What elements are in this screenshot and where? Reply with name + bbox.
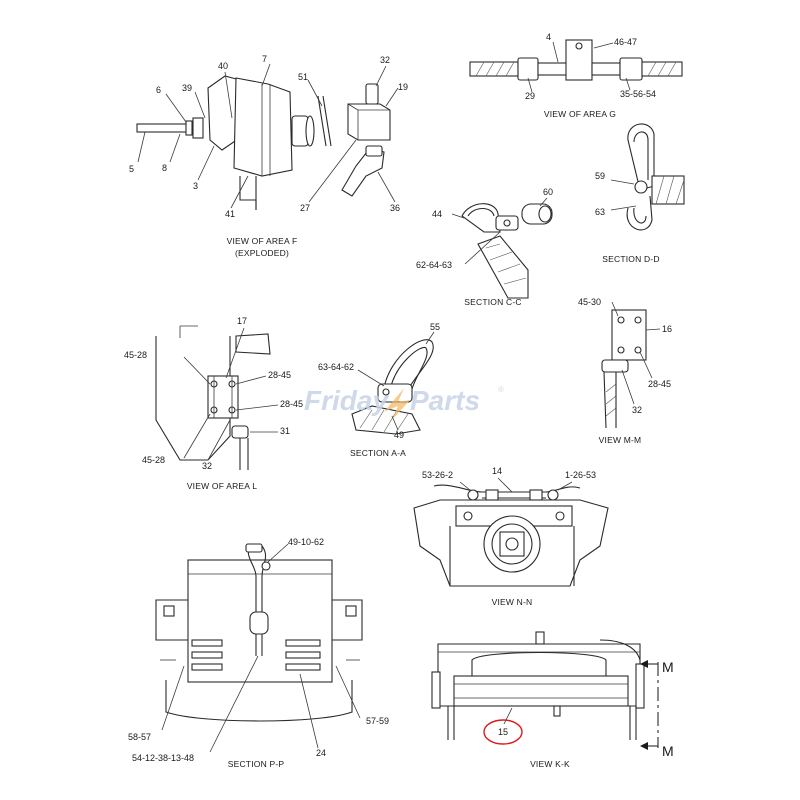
view-n-n: 14 53-26-2 1-26-53 VIEW N-N — [413, 466, 609, 607]
section-p-p: 49-10-62 58-57 57-59 54-12-38-13-48 24 S… — [128, 537, 389, 769]
callout-17: 17 — [237, 316, 247, 326]
caption-area-g: VIEW OF AREA G — [544, 109, 616, 119]
callout-28-45-upper: 28-45 — [268, 370, 291, 380]
callout-62-64-63: 62-64-63 — [416, 260, 452, 270]
callout-63: 63 — [595, 207, 605, 217]
view-m-m: 45-30 16 28-45 32 VIEW M-M — [578, 297, 672, 445]
highlight-circle-15 — [483, 719, 523, 745]
callout-57-59: 57-59 — [366, 716, 389, 726]
callout-41: 41 — [225, 209, 235, 219]
callout-19: 19 — [398, 82, 408, 92]
section-marker-m-top: M — [662, 659, 674, 675]
callout-28-45-lower: 28-45 — [280, 399, 303, 409]
callout-45-30: 45-30 — [578, 297, 601, 307]
callout-36: 36 — [390, 203, 400, 213]
callout-54-12-38-13-48: 54-12-38-13-48 — [132, 753, 194, 763]
view-area-f: 40 7 39 6 51 32 19 5 8 3 41 27 36 VIEW O… — [129, 54, 408, 258]
callout-53-26-2: 53-26-2 — [422, 470, 453, 480]
callout-44: 44 — [432, 209, 442, 219]
callout-16: 16 — [662, 324, 672, 334]
callout-49-10-62: 49-10-62 — [288, 537, 324, 547]
callout-49: 49 — [394, 430, 404, 440]
callout-27: 27 — [300, 203, 310, 213]
callout-1-26-53: 1-26-53 — [565, 470, 596, 480]
watermark-registered-mark: ® — [498, 385, 504, 394]
caption-section-d-d: SECTION D-D — [602, 254, 659, 264]
watermark-word-2: Parts — [410, 385, 480, 416]
caption-view-m-m: VIEW M-M — [599, 435, 642, 445]
caption-area-f: VIEW OF AREA F — [227, 236, 298, 246]
section-c-c: 60 44 62-64-63 SECTION C-C — [416, 187, 553, 307]
callout-31: 31 — [280, 426, 290, 436]
caption-area-f-sub: (EXPLODED) — [235, 248, 289, 258]
callout-39: 39 — [182, 83, 192, 93]
view-area-l: 17 45-28 28-45 28-45 31 45-28 32 VIEW OF… — [124, 316, 303, 491]
callout-55: 55 — [430, 322, 440, 332]
callout-46-47: 46-47 — [614, 37, 637, 47]
caption-section-c-c: SECTION C-C — [464, 297, 521, 307]
callout-15: 15 — [498, 727, 508, 737]
caption-section-p-p: SECTION P-P — [228, 759, 285, 769]
view-area-g: 4 46-47 29 35-56-54 VIEW OF AREA G — [469, 32, 683, 119]
callout-58-57: 58-57 — [128, 732, 151, 742]
callout-35-56-54: 35-56-54 — [620, 89, 656, 99]
callout-28-45-mm: 28-45 — [648, 379, 671, 389]
callout-63-64-62: 63-64-62 — [318, 362, 354, 372]
watermark-logo: Friday Parts ® — [304, 385, 504, 420]
callout-4: 4 — [546, 32, 551, 42]
caption-area-l: VIEW OF AREA L — [187, 481, 257, 491]
callout-40: 40 — [218, 61, 228, 71]
watermark-word-1: Friday — [304, 385, 389, 416]
caption-view-k-k: VIEW K-K — [530, 759, 570, 769]
view-k-k: M M 15 VIEW K-K — [431, 631, 674, 769]
callout-32-area-l: 32 — [202, 461, 212, 471]
section-marker-m-bottom: M — [662, 743, 674, 759]
callout-60: 60 — [543, 187, 553, 197]
callout-3: 3 — [193, 181, 198, 191]
callout-5: 5 — [129, 164, 134, 174]
section-d-d: 59 63 SECTION D-D — [595, 123, 685, 264]
callout-8: 8 — [162, 163, 167, 173]
callout-29: 29 — [525, 91, 535, 101]
callout-24: 24 — [316, 748, 326, 758]
caption-view-n-n: VIEW N-N — [492, 597, 533, 607]
callout-45-28-bottom: 45-28 — [142, 455, 165, 465]
watermark-bolt-icon — [384, 388, 410, 420]
callout-59: 59 — [595, 171, 605, 181]
section-a-a: 55 63-64-62 49 SECTION A-A — [318, 322, 440, 458]
callout-32: 32 — [380, 55, 390, 65]
callout-51: 51 — [298, 72, 308, 82]
callout-14: 14 — [492, 466, 502, 476]
caption-section-a-a: SECTION A-A — [350, 448, 406, 458]
callout-7: 7 — [262, 54, 267, 64]
callout-45-28-top: 45-28 — [124, 350, 147, 360]
callout-6: 6 — [156, 85, 161, 95]
callout-32-mm: 32 — [632, 405, 642, 415]
